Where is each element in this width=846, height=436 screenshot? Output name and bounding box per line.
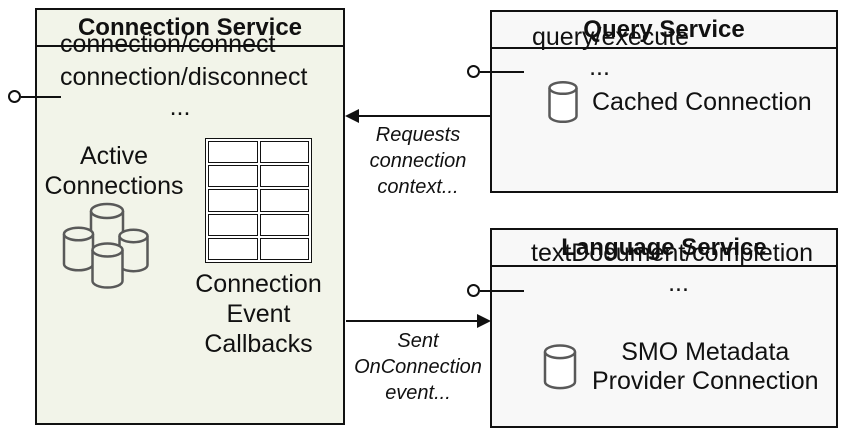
method-textdocument-completion: textDocument/completion bbox=[531, 239, 814, 267]
methods-ellipsis: ... bbox=[169, 93, 191, 121]
methods-ellipsis: ... bbox=[668, 269, 689, 297]
method-query-execute: query/execute bbox=[532, 23, 690, 51]
database-cylinder-icon bbox=[548, 80, 578, 124]
database-cylinder-icon bbox=[543, 344, 577, 390]
method-connection-disconnect: connection/disconnect bbox=[60, 63, 308, 91]
connection-service-box: Connection Service connection/connect co… bbox=[35, 8, 345, 425]
active-connections-databases-icon bbox=[62, 202, 149, 289]
callbacks-table-icon bbox=[205, 138, 312, 263]
connection-service-title: Connection Service bbox=[37, 10, 343, 47]
active-connections-label: Active Connections bbox=[44, 142, 184, 200]
smo-metadata-row: SMO Metadata Provider Connection bbox=[542, 338, 819, 396]
table-cell bbox=[208, 237, 258, 260]
cached-connection-row: Cached Connection bbox=[547, 80, 812, 124]
query-service-methods: query/execute ... bbox=[532, 21, 690, 81]
sent-onconnection-event-label: Sent OnConnection event... bbox=[354, 330, 482, 404]
query-service-interface-line bbox=[480, 71, 524, 73]
cached-connection-label: Cached Connection bbox=[592, 87, 812, 116]
requests-arrow-head-icon bbox=[345, 109, 359, 123]
smo-metadata-provider-label: SMO Metadata Provider Connection bbox=[592, 338, 819, 395]
connection-event-callbacks-label: Connection Event Callbacks bbox=[195, 270, 322, 358]
connection-service-interface-line bbox=[21, 96, 61, 98]
connection-service-methods: connection/connect connection/disconnect… bbox=[60, 28, 308, 121]
language-service-interface-line bbox=[480, 290, 524, 292]
language-service-interface-icon bbox=[467, 284, 480, 297]
query-service-title: Query Service bbox=[492, 12, 836, 49]
language-service-title: Language Service bbox=[492, 230, 836, 267]
sent-arrow-line bbox=[346, 320, 478, 322]
language-service-box: Language Service textDocument/completion… bbox=[490, 228, 838, 428]
connection-service-interface-icon bbox=[8, 90, 21, 103]
table-cell bbox=[208, 165, 258, 188]
methods-ellipsis: ... bbox=[589, 53, 610, 81]
requests-connection-context-label: Requests connection context... bbox=[369, 124, 467, 198]
table-cell bbox=[208, 189, 258, 212]
table-cell bbox=[259, 141, 309, 164]
method-connection-connect: connection/connect bbox=[60, 30, 276, 58]
table-cell bbox=[259, 189, 309, 212]
query-service-box: Query Service query/execute ... Cached C… bbox=[490, 10, 838, 193]
table-cell bbox=[208, 213, 258, 236]
sent-arrow-head-icon bbox=[477, 314, 491, 328]
table-cell bbox=[259, 165, 309, 188]
table-cell bbox=[259, 213, 309, 236]
query-service-interface-icon bbox=[467, 65, 480, 78]
requests-arrow-line bbox=[358, 115, 490, 117]
language-service-methods: textDocument/completion ... bbox=[531, 237, 826, 296]
table-cell bbox=[259, 237, 309, 260]
table-cell bbox=[208, 141, 258, 164]
